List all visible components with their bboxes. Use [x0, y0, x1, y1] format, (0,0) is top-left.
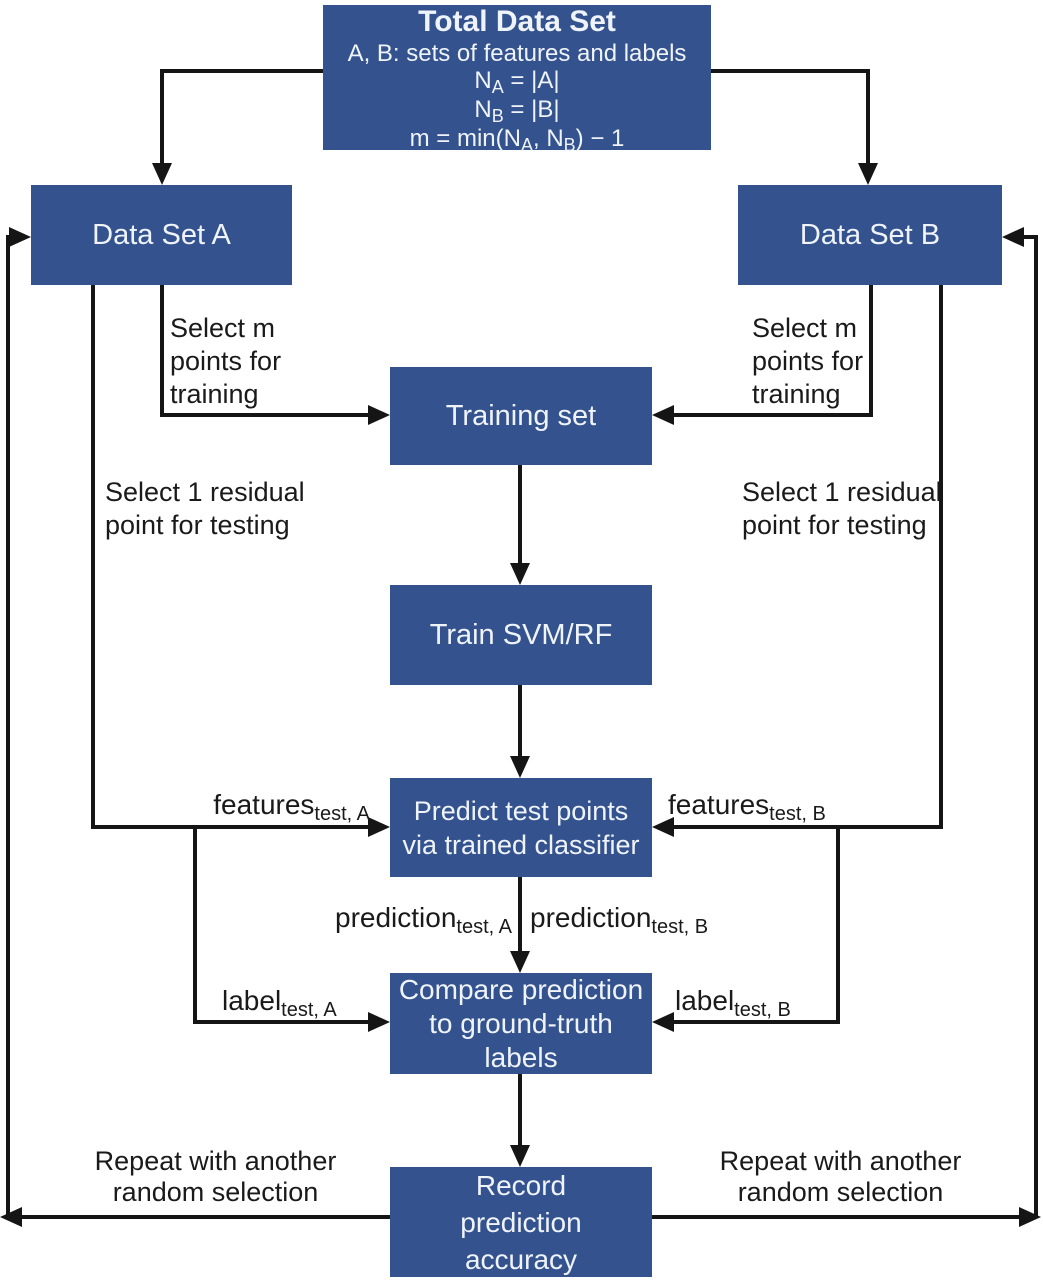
label-test-a-label: labeltest, A: [222, 985, 337, 1021]
edge-total-to-a-vertical: [160, 69, 164, 165]
arrowhead-into-data-set-a-top: [152, 163, 172, 185]
edge-a-features-horizontal: [91, 825, 368, 829]
total-data-set-na: NA = |A|: [474, 66, 560, 97]
features-test-a-label: featurestest, A: [213, 789, 370, 825]
edge-a-to-training-horizontal: [160, 413, 370, 417]
arrowhead-features-a-into-predict: [368, 817, 390, 837]
edge-a-label-horizontal: [193, 1020, 368, 1024]
arrowhead-features-b-into-predict: [652, 817, 674, 837]
edge-training-to-svm: [518, 465, 522, 563]
select-1-residual-label-b: Select 1 residual point for testing: [742, 477, 942, 540]
edge-a-to-training-vertical: [160, 285, 164, 417]
node-train-svm-rf: Train SVM/RF: [390, 585, 652, 685]
node-compare-prediction: Compare prediction to ground-truth label…: [390, 973, 652, 1074]
edge-svm-to-predict: [518, 685, 522, 756]
arrowhead-into-data-set-b-top: [858, 163, 878, 185]
edge-b-features-vertical: [939, 285, 943, 829]
total-data-set-title: Total Data Set: [418, 4, 616, 38]
node-record-accuracy: Record prediction accuracy: [390, 1167, 652, 1277]
select-1-residual-label-a: Select 1 residual point for testing: [105, 477, 305, 540]
prediction-test-b-label: predictiontest, B: [530, 902, 709, 938]
node-predict-test-points: Predict test points via trained classifi…: [390, 778, 652, 877]
edge-a-label-vertical: [193, 825, 197, 1024]
arrowhead-repeat-a-corner: [0, 1207, 22, 1227]
edge-repeat-b-bottom: [652, 1215, 1019, 1219]
edge-b-label-horizontal: [674, 1020, 840, 1024]
arrowhead-into-record: [510, 1145, 530, 1167]
edge-b-label-vertical: [836, 825, 840, 1024]
edge-repeat-b-vertical: [1034, 235, 1038, 1217]
edge-repeat-b-top-connector: [1022, 235, 1036, 239]
edge-a-features-vertical: [91, 285, 95, 829]
arrowhead-into-compare: [510, 951, 530, 973]
repeat-label-a: Repeat with another random selection: [94, 1146, 337, 1207]
edge-total-to-b-horizontal: [711, 69, 870, 73]
arrowhead-label-b-into-compare: [652, 1012, 674, 1032]
label-test-b-label: labeltest, B: [675, 985, 791, 1021]
arrowhead-label-a-into-compare: [368, 1012, 390, 1032]
edge-b-to-training-horizontal: [674, 413, 873, 417]
arrowhead-into-training-left: [368, 405, 390, 425]
edge-compare-to-record: [518, 1074, 522, 1145]
repeat-label-b: Repeat with another random selection: [719, 1146, 962, 1207]
total-data-set-nb: NB = |B|: [474, 95, 560, 126]
edge-predict-to-compare: [518, 877, 522, 951]
node-total-data-set: Total Data Set A, B: sets of features an…: [323, 4, 711, 155]
node-data-set-b: Data Set B: [738, 185, 1002, 285]
arrowhead-into-svm: [510, 563, 530, 585]
edge-repeat-a-vertical: [6, 235, 10, 1217]
prediction-test-a-label: predictiontest, A: [335, 902, 512, 938]
edge-total-to-a-horizontal: [160, 69, 323, 73]
node-training-set: Training set: [390, 367, 652, 465]
arrowhead-into-predict: [510, 756, 530, 778]
features-test-b-label: featurestest, B: [668, 789, 826, 825]
edge-b-to-training-vertical: [869, 285, 873, 417]
edge-b-features-horizontal: [674, 825, 943, 829]
node-data-set-a: Data Set A: [31, 185, 292, 285]
edge-total-to-b-vertical: [866, 69, 870, 165]
select-m-label-b: Select m points for training: [752, 313, 864, 409]
arrowhead-into-training-right: [652, 405, 674, 425]
arrowhead-into-data-set-a-left: [9, 227, 31, 247]
edge-repeat-a-bottom: [22, 1215, 390, 1219]
total-data-set-m: m = min(NA, NB) − 1: [409, 124, 625, 155]
arrowhead-into-data-set-b-right: [1002, 227, 1024, 247]
total-data-set-subtitle: A, B: sets of features and labels: [347, 39, 687, 67]
select-m-label-a: Select m points for training: [170, 313, 282, 409]
